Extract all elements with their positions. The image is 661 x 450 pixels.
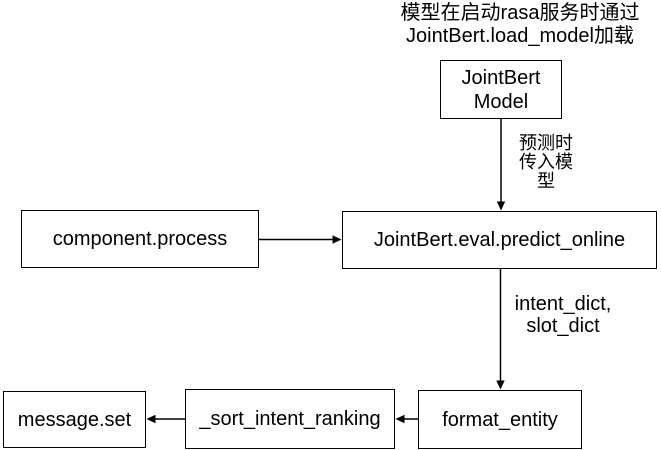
node-predict-online: JointBert.eval.predict_online: [342, 211, 657, 269]
arrow-predict-online-to-format-entity: [496, 269, 505, 390]
arrow-sort-ranking-to-message-set: [146, 414, 185, 424]
node-sort-intent-ranking-label: _sort_intent_ranking: [199, 408, 381, 430]
edge-label-predict-input: 预测时 传入模 型: [519, 133, 573, 191]
node-jointbert-model: JointBert Model: [440, 60, 562, 119]
node-sort-intent-ranking: _sort_intent_ranking: [185, 389, 395, 449]
arrow-process-to-predict-online: [259, 235, 342, 244]
top-note: 模型在启动rasa服务时通过 JointBert.load_model加载: [400, 2, 640, 47]
node-component-process: component.process: [21, 210, 259, 268]
node-message-set-label: message.set: [17, 408, 132, 431]
node-format-entity-label: format_entity: [442, 408, 558, 431]
edge-label-intent-slot-dict: intent_dict, slot_dict: [514, 293, 612, 337]
node-format-entity: format_entity: [418, 390, 582, 449]
arrow-format-entity-to-sort-ranking: [395, 414, 418, 424]
node-predict-online-label: JointBert.eval.predict_online: [373, 229, 626, 251]
node-message-set: message.set: [3, 391, 146, 448]
node-component-process-label: component.process: [52, 228, 228, 250]
arrow-model-to-predict-online: [496, 119, 506, 211]
node-jointbert-model-label: JointBert Model: [461, 66, 541, 113]
